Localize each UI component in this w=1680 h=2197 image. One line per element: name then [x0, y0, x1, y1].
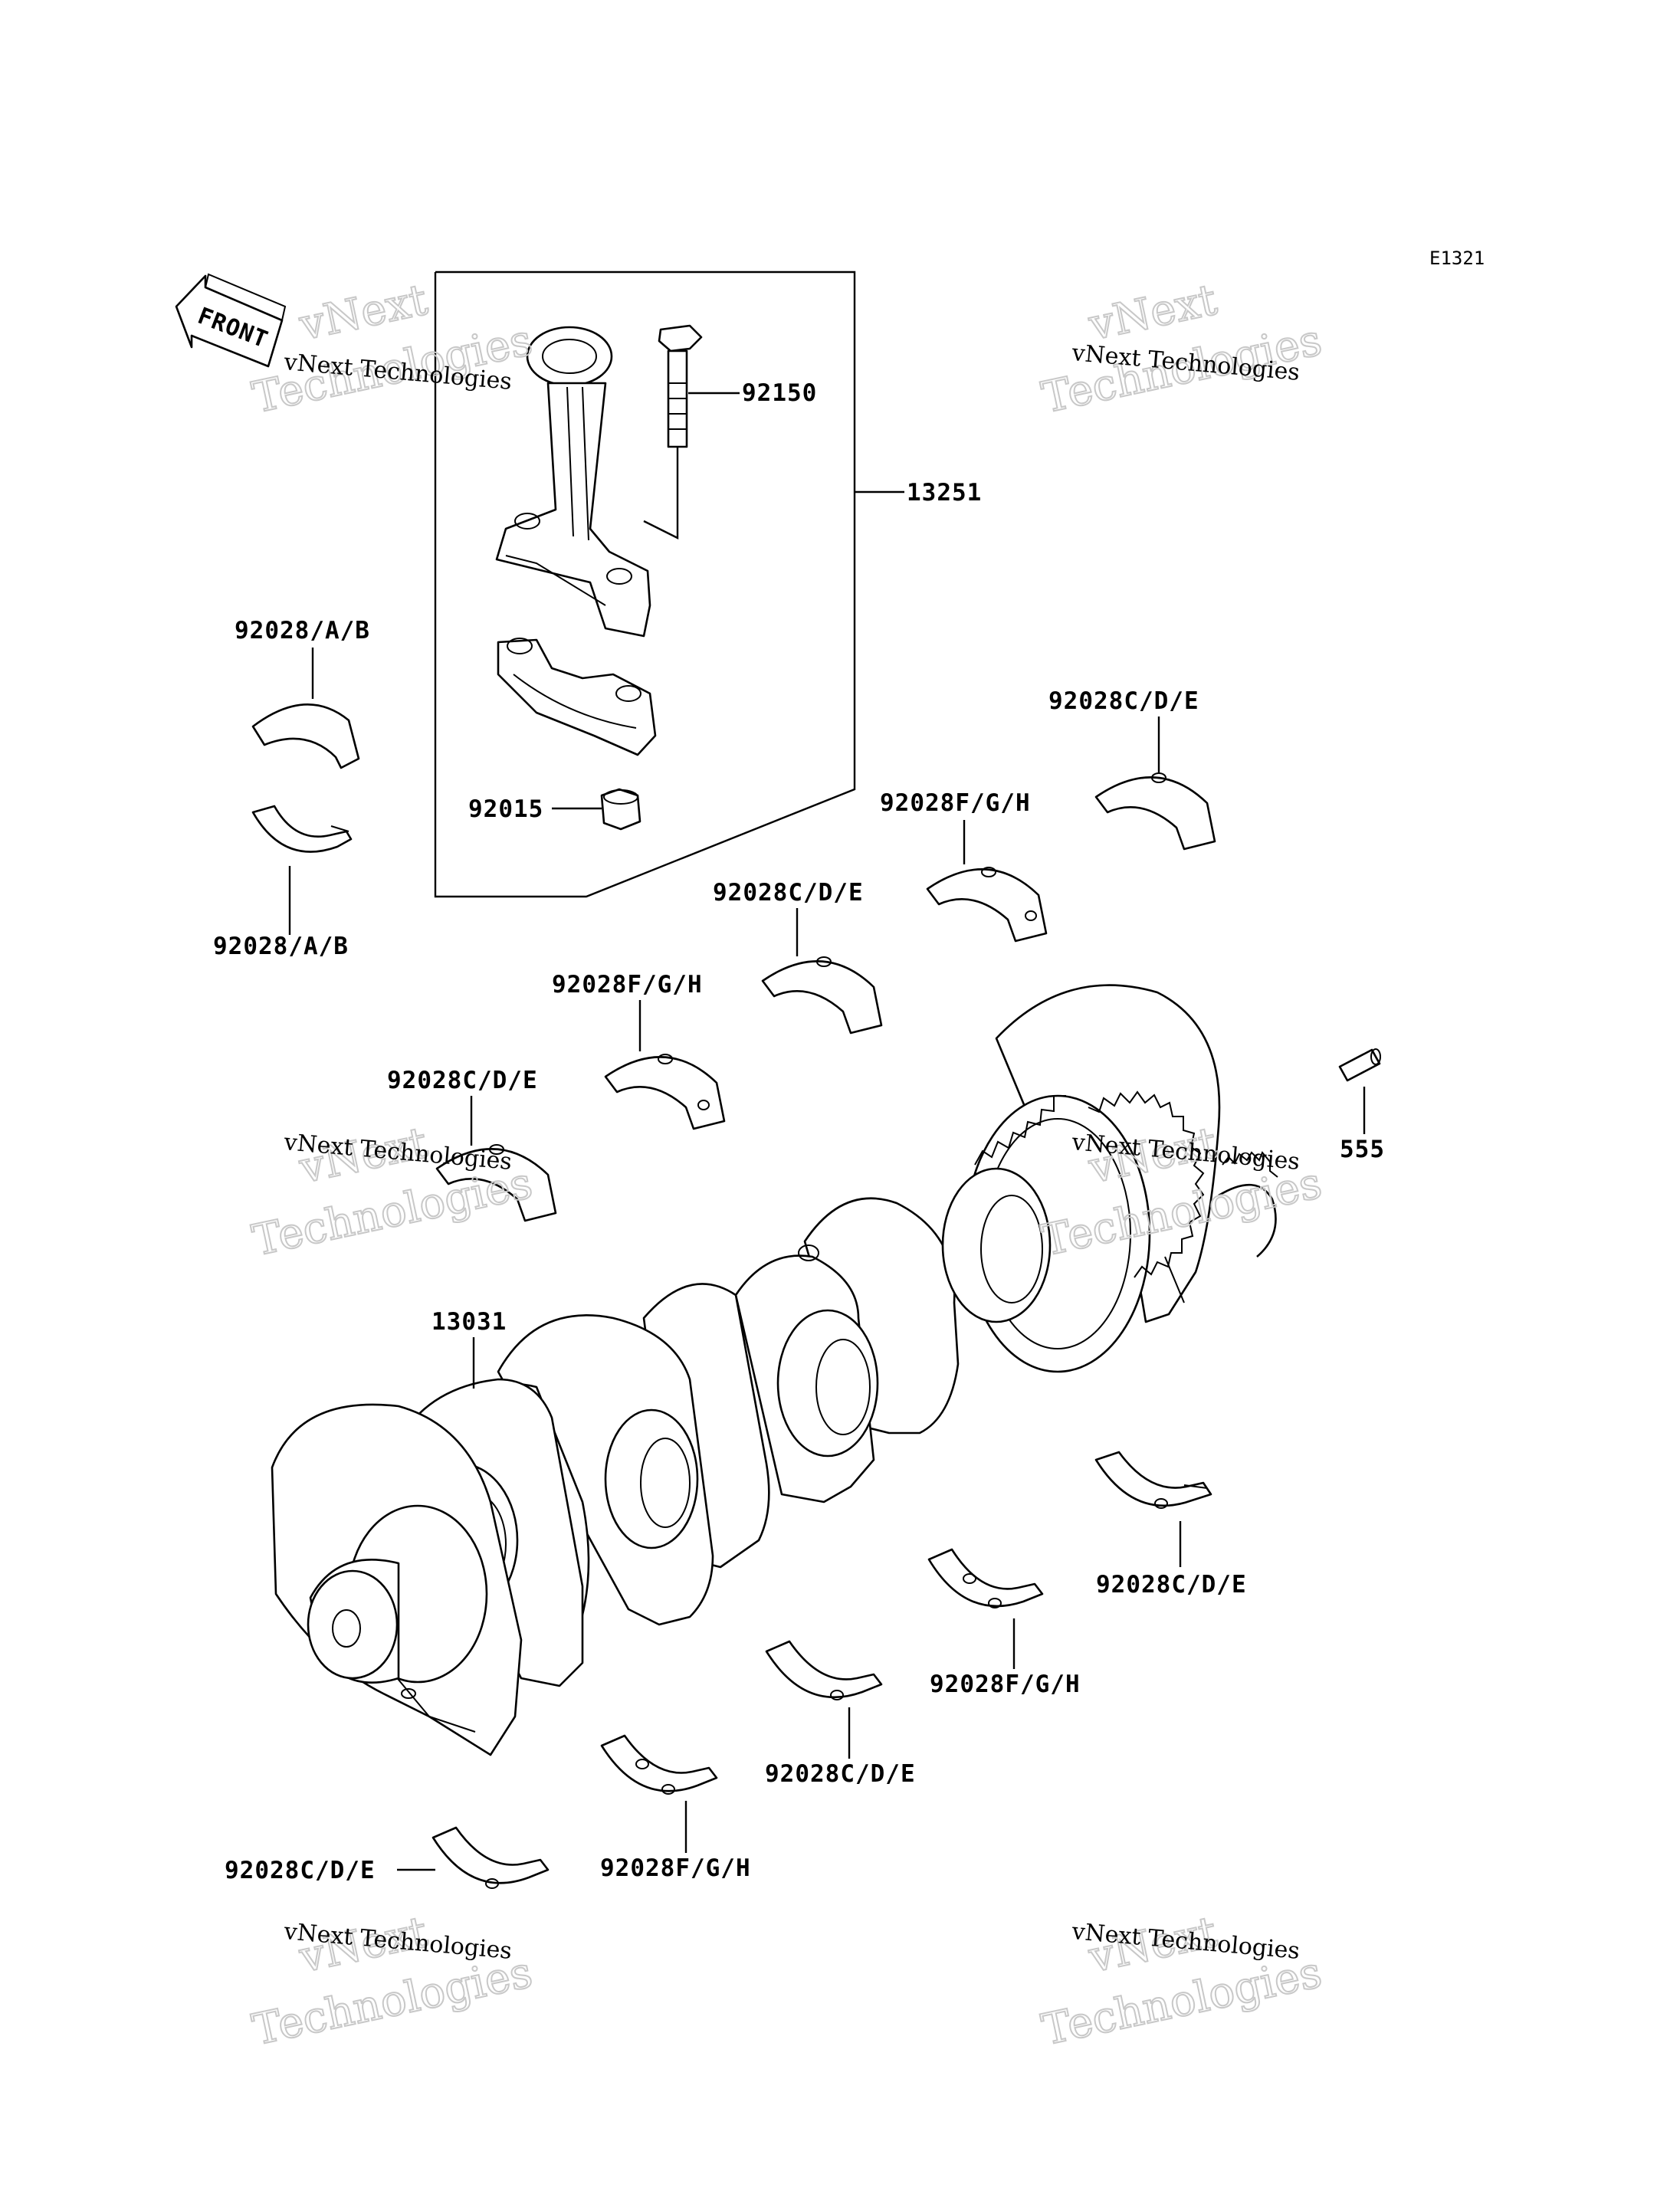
label-13031: 13031	[431, 1308, 507, 1336]
label-main-bearing-c2: 92028C/D/E	[713, 879, 864, 907]
watermark-bottom-left: vNext Technologies	[248, 1907, 537, 2056]
lower-bearing-f2	[600, 1734, 718, 1853]
rod-bearing-upper	[251, 648, 360, 769]
front-arrow-icon: FRONT	[175, 273, 287, 368]
label-lower-bearing-f1: 92028F/G/H	[930, 1671, 1081, 1698]
connecting-rod	[495, 326, 651, 638]
label-main-bearing-f2: 92028F/G/H	[552, 971, 703, 998]
label-main-bearing-c3: 92028C/D/E	[387, 1067, 538, 1094]
main-bearing-c3	[435, 1096, 557, 1222]
label-lower-bearing-f2: 92028F/G/H	[600, 1854, 751, 1882]
label-555: 555	[1340, 1136, 1385, 1163]
main-bearing-f1	[926, 820, 1048, 943]
lower-bearing-c2	[765, 1640, 883, 1759]
main-bearing-f2	[604, 1000, 726, 1130]
label-main-bearing-c1: 92028C/D/E	[1048, 687, 1199, 715]
watermark-top-right: vNext Technologies	[1037, 274, 1327, 424]
label-lower-bearing-c3: 92028C/D/E	[225, 1857, 376, 1884]
connecting-rod-assy-box	[434, 271, 904, 898]
connecting-rod-cap	[497, 638, 657, 756]
diagram-code: E1321	[1429, 248, 1485, 269]
rod-nut	[552, 788, 641, 831]
crankshaft	[271, 984, 1278, 1756]
rod-bearing-lower	[251, 805, 353, 935]
lower-bearing-c1	[1094, 1451, 1212, 1567]
watermark-mid-left: vNext Technologies	[248, 1117, 537, 1267]
dowel-pin	[1338, 1048, 1381, 1134]
label-rod-bearing-upper: 92028/A/B	[235, 617, 370, 644]
label-92015: 92015	[468, 795, 543, 823]
label-92150: 92150	[742, 379, 817, 407]
lower-bearing-c3	[397, 1826, 550, 1889]
watermark-bottom-right: vNext Technologies	[1037, 1907, 1327, 2056]
watermark-top-left: vNext Technologies	[248, 274, 537, 424]
main-bearing-c2	[761, 908, 883, 1035]
main-bearing-c1	[1094, 716, 1216, 851]
rod-bolt	[643, 324, 740, 539]
label-rod-bearing-lower: 92028/A/B	[213, 933, 349, 960]
label-lower-bearing-c1: 92028C/D/E	[1096, 1571, 1247, 1599]
label-main-bearing-f1: 92028F/G/H	[880, 789, 1031, 817]
label-13251: 13251	[907, 479, 982, 507]
label-lower-bearing-c2: 92028C/D/E	[765, 1760, 916, 1788]
lower-bearing-f1	[927, 1548, 1044, 1669]
